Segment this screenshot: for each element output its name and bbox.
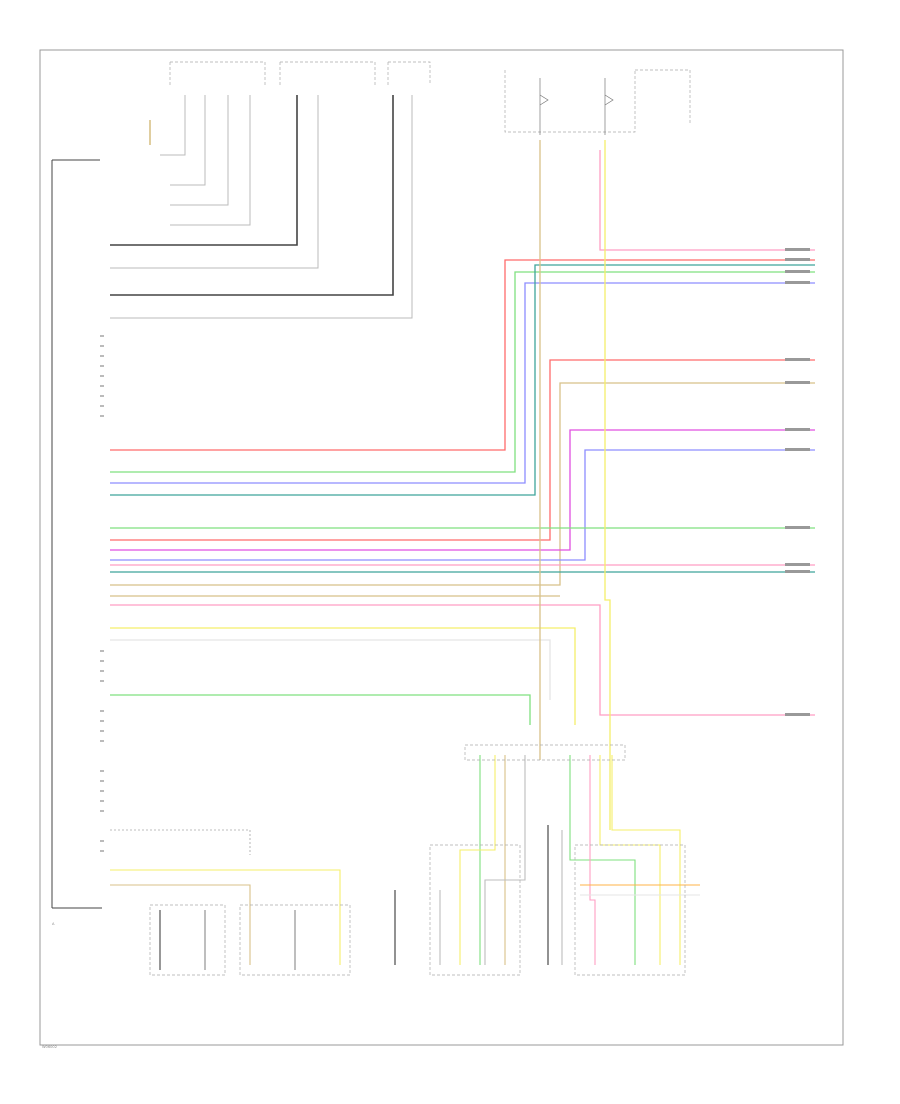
bus-wires — [110, 150, 815, 725]
fuse-feeds — [539, 140, 611, 830]
lower-connectors — [394, 755, 700, 965]
pin-labels-left — [100, 335, 104, 852]
diagram-frame — [39, 49, 844, 1046]
bottom-left-wires — [110, 829, 341, 970]
grid-top-label: A — [52, 922, 55, 926]
top-connector-group-1 — [169, 61, 691, 133]
top-wires — [110, 95, 413, 319]
fuse-box — [539, 78, 614, 135]
right-terminals — [785, 248, 810, 716]
component-boxes — [149, 744, 686, 976]
footer-code: W06002 — [42, 1045, 57, 1049]
